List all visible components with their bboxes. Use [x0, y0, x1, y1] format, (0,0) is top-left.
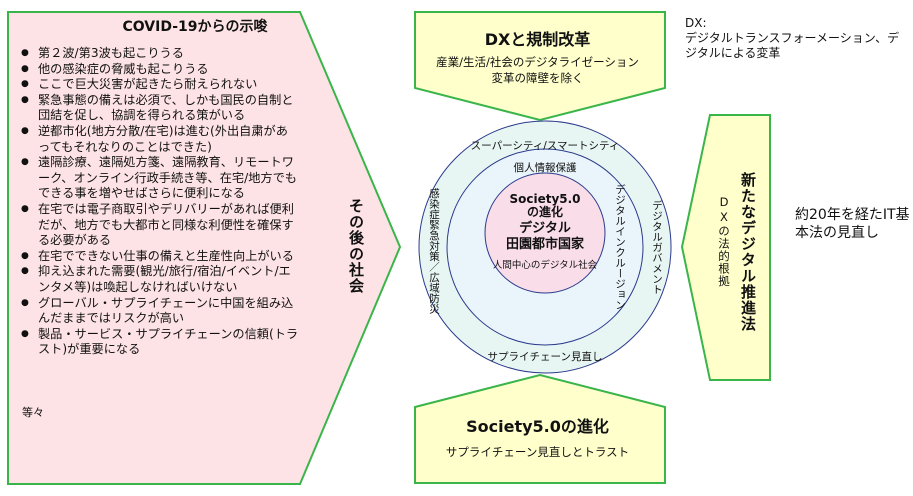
bottom-box-title: Society5.0の進化 — [466, 417, 609, 436]
left-panel-bullet: 緊急事態の備えは必須で、しかも国民の自制と団結を促し、協調を得られる策がいる — [20, 93, 300, 124]
core-label-digital-garden-city: デジタル 田園都市国家 — [505, 221, 584, 252]
left-panel-bullet: グローバル・サプライチェーンに中国を組み込んだままではリスクが高い — [20, 296, 300, 327]
outer-circle-right-label: デジタルガバメント — [651, 200, 663, 295]
core-label-society: Society5.0 の進化 — [509, 192, 581, 219]
right-note: 約20年を経たIT基本法の見直し — [795, 207, 910, 241]
left-panel-bullet: 逆都市化(地方分散/在宅)は進む(外出自粛があってもそれなりのことはできた) — [20, 124, 300, 155]
left-panel-bullet: 製品・サービス・サプライチェーンの信頼(トラスト)が重要になる — [20, 327, 300, 358]
top-box-shape — [414, 11, 666, 122]
left-panel-bullet: 抑え込まれた需要(観光/旅行/宿泊/イベント/エンタメ等)は喚起しなければいけな… — [20, 264, 300, 295]
left-panel-bullet-list: 第２波/第3波も起こりうる他の感染症の脅威も起こりうるここで巨大災害が起きたら耐… — [20, 46, 300, 358]
left-panel-bullet: 在宅では電子商取引やデリバリーがあれば便利だが、地方でも大都市と同様な利便性を確… — [20, 202, 300, 249]
right-box-shape — [680, 114, 771, 381]
left-panel-etc: 等々 — [22, 406, 44, 419]
middle-circle-top-label: 個人情報保護 — [513, 162, 577, 174]
left-panel-side-label: その後の社会 — [347, 198, 365, 294]
left-panel-bullet: 第２波/第3波も起こりうる — [20, 46, 300, 62]
top-box-title: DXと規制改革 — [484, 30, 591, 49]
bottom-box-subtitle: サプライチェーン見直しとトラスト — [445, 445, 630, 459]
left-panel-title: COVID-19からの示唆 — [122, 19, 268, 35]
left-panel-bullet: 在宅でできない仕事の備えと生産性向上がいる — [20, 249, 300, 265]
dx-note: DX: デジタルトランスフォーメーション、デジタルによる変革 — [685, 16, 900, 60]
right-box-title: 新たなデジタル推進法 — [739, 172, 757, 332]
top-box-subtitle: 産業/生活/社会のデジタライゼーション変革の障壁を除く — [436, 55, 639, 85]
bottom-box-shape — [414, 373, 666, 484]
left-panel-bullet: 他の感染症の脅威も起こりうる — [20, 62, 300, 78]
middle-circle-right-label: デジタルインクルージョン — [614, 184, 626, 310]
outer-circle-top-label: スーパーシティ/スマートシティ — [470, 140, 620, 152]
outer-circle-left-label: 感染症緊急対策／広域防災 — [428, 188, 440, 314]
left-panel-bullet: ここで巨大災害が起きたら耐えられない — [20, 77, 300, 93]
left-panel-bullet: 遠隔診療、遠隔処方箋、遠隔教育、リモートワーク、オンライン行政手続き等、在宅/地… — [20, 155, 300, 202]
right-box-subtitle: DXの法的根拠 — [717, 195, 731, 288]
core-label-human-centered: 人間中心のデジタル社会 — [492, 260, 598, 271]
outer-circle-bottom-label: サプライチェーン見直し — [487, 351, 603, 363]
core-circle — [484, 172, 606, 294]
